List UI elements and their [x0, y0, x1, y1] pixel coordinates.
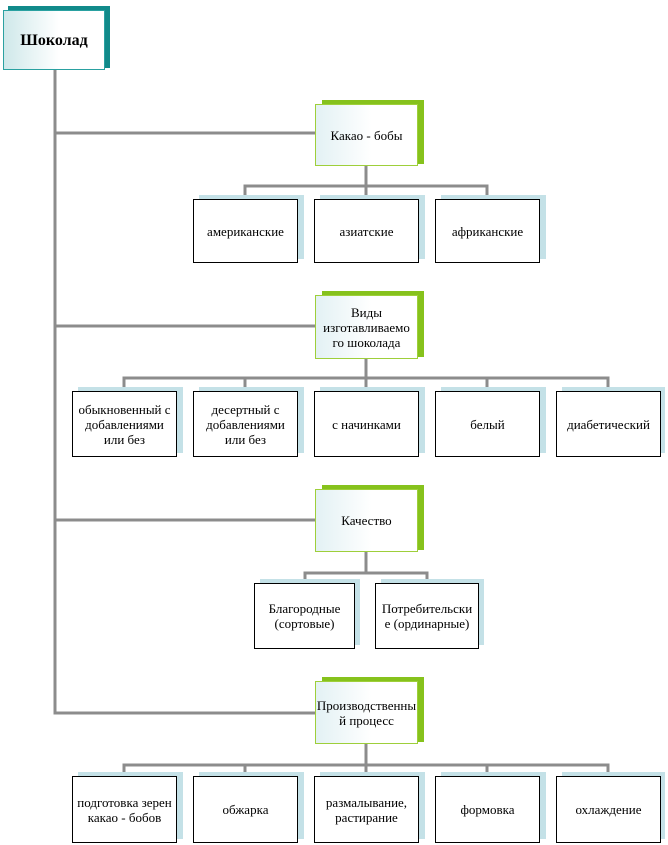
leaf-node-consumer: Потребительски е (ординарные): [375, 583, 479, 649]
leaf-label: охлаждение: [575, 802, 642, 817]
leaf-node-bean-prep: подготовка зерен какао - бобов: [72, 776, 177, 843]
leaf-label: размалывание, растирание: [325, 794, 408, 825]
leaf-label: диабетический: [567, 416, 650, 432]
leaf-node-premium: Благородные (сортовые): [254, 583, 355, 649]
leaf-label: африканские: [451, 223, 524, 239]
leaf-node-white: белый: [435, 391, 540, 457]
leaf-node-grinding: размалывание, растирание: [314, 776, 419, 843]
leaf-label: Потребительски е (ординарные): [381, 601, 473, 631]
leaf-label: подготовка зерен какао - бобов: [77, 794, 172, 825]
leaf-label: обжарка: [222, 802, 269, 817]
category-node-chocolate-types: Виды изготавливаемо го шоколада: [315, 295, 418, 359]
leaf-node-asian: азиатские: [314, 199, 419, 263]
leaf-node-african: африканские: [435, 199, 540, 263]
leaf-node-dessert: десертный с добавлениями или без: [193, 391, 298, 457]
leaf-label: с начинками: [332, 416, 401, 432]
category-label: Производственны й процесс: [316, 697, 417, 728]
leaf-node-filled: с начинками: [314, 391, 419, 457]
leaf-label: азиатские: [339, 223, 394, 239]
leaf-label: белый: [470, 416, 505, 432]
category-label: Качество: [341, 513, 392, 528]
root-node-label: Шоколад: [20, 31, 88, 49]
leaf-node-american: американские: [193, 199, 298, 263]
category-node-quality: Качество: [315, 489, 418, 552]
leaf-label: обыкновенный с добавлениями или без: [78, 401, 171, 447]
leaf-node-molding: формовка: [435, 776, 540, 843]
category-node-production: Производственны й процесс: [315, 681, 418, 744]
leaf-node-ordinary: обыкновенный с добавлениями или без: [72, 391, 177, 457]
category-label: Какао - бобы: [330, 127, 403, 143]
leaf-label: десертный с добавлениями или без: [206, 401, 285, 447]
leaf-node-roasting: обжарка: [193, 776, 298, 843]
leaf-label: американские: [207, 223, 284, 239]
category-node-cocoa-beans: Какао - бобы: [315, 104, 418, 166]
leaf-node-diabetic: диабетический: [556, 391, 661, 457]
leaf-label: формовка: [460, 802, 515, 817]
category-label: Виды изготавливаемо го шоколада: [323, 304, 410, 350]
leaf-label: Благородные (сортовые): [268, 601, 341, 631]
root-node: Шоколад: [3, 10, 105, 70]
leaf-node-cooling: охлаждение: [556, 776, 661, 843]
